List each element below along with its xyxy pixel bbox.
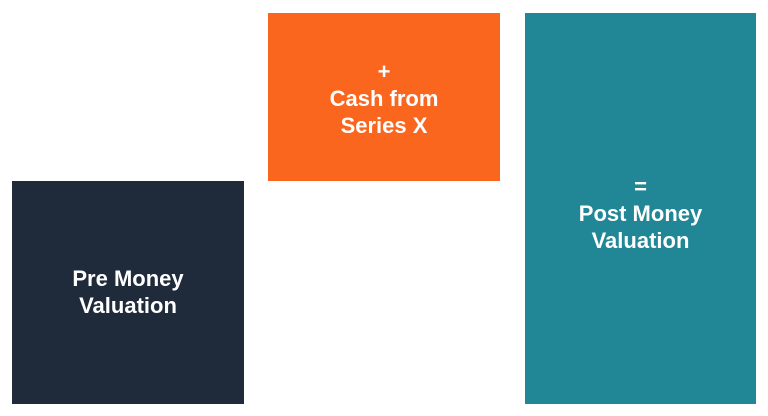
equals-operator: = (634, 174, 647, 199)
pre-money-line-1: Pre Money (72, 266, 184, 291)
pre-money-line-2: Valuation (79, 293, 177, 318)
post-money-line-1: Post Money (578, 201, 703, 226)
post-money-line-2: Valuation (591, 228, 690, 253)
cash-line-1: Cash from (329, 86, 439, 111)
post-money-label: = Post Money Valuation (525, 173, 756, 254)
cash-from-series-block: + Cash from Series X (268, 13, 500, 181)
pre-money-valuation-block: Pre Money Valuation (12, 181, 244, 404)
plus-operator: + (377, 59, 391, 84)
cash-line-2: Series X (340, 113, 428, 138)
pre-money-label: Pre Money Valuation (12, 265, 244, 319)
post-money-valuation-block: = Post Money Valuation (525, 13, 756, 404)
cash-label: + Cash from Series X (268, 58, 500, 139)
